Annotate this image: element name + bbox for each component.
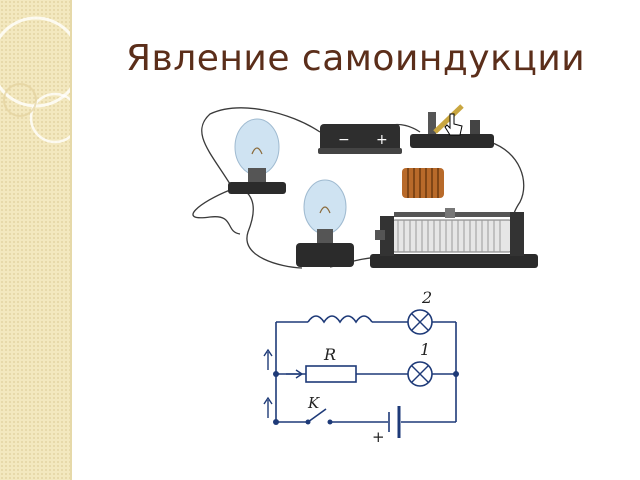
junction-dots: [273, 371, 459, 425]
decorative-side-strip: [0, 0, 72, 480]
slide-title: Явление самоиндукции: [126, 38, 586, 79]
coil: [402, 168, 444, 198]
battery-minus-sign: −: [338, 132, 350, 148]
resistor-label: R: [323, 345, 336, 364]
knife-switch: [410, 104, 494, 148]
current-arrows: [263, 348, 304, 418]
battery-symbol: [388, 406, 401, 438]
lamp-1: [228, 118, 286, 194]
resistor: [305, 365, 357, 383]
lamp-2-label: 2: [421, 288, 432, 307]
decorative-rings: [0, 16, 70, 144]
circuit-schematic: 2 1 R K +: [263, 288, 459, 446]
battery-plus-sign: +: [376, 132, 388, 148]
hand-cursor-icon: [444, 113, 463, 136]
rheostat: [370, 208, 538, 268]
switch-symbol: [305, 408, 333, 425]
lamp-2-symbol: [407, 309, 433, 335]
battery-plus-label: +: [372, 428, 385, 446]
lamp-1-label: 1: [420, 340, 430, 359]
lamp-2: [296, 179, 354, 267]
apparatus-illustration: − +: [192, 104, 538, 269]
switch-label: K: [307, 394, 320, 412]
lamp-1-symbol: [407, 361, 433, 387]
battery: − +: [318, 124, 402, 154]
